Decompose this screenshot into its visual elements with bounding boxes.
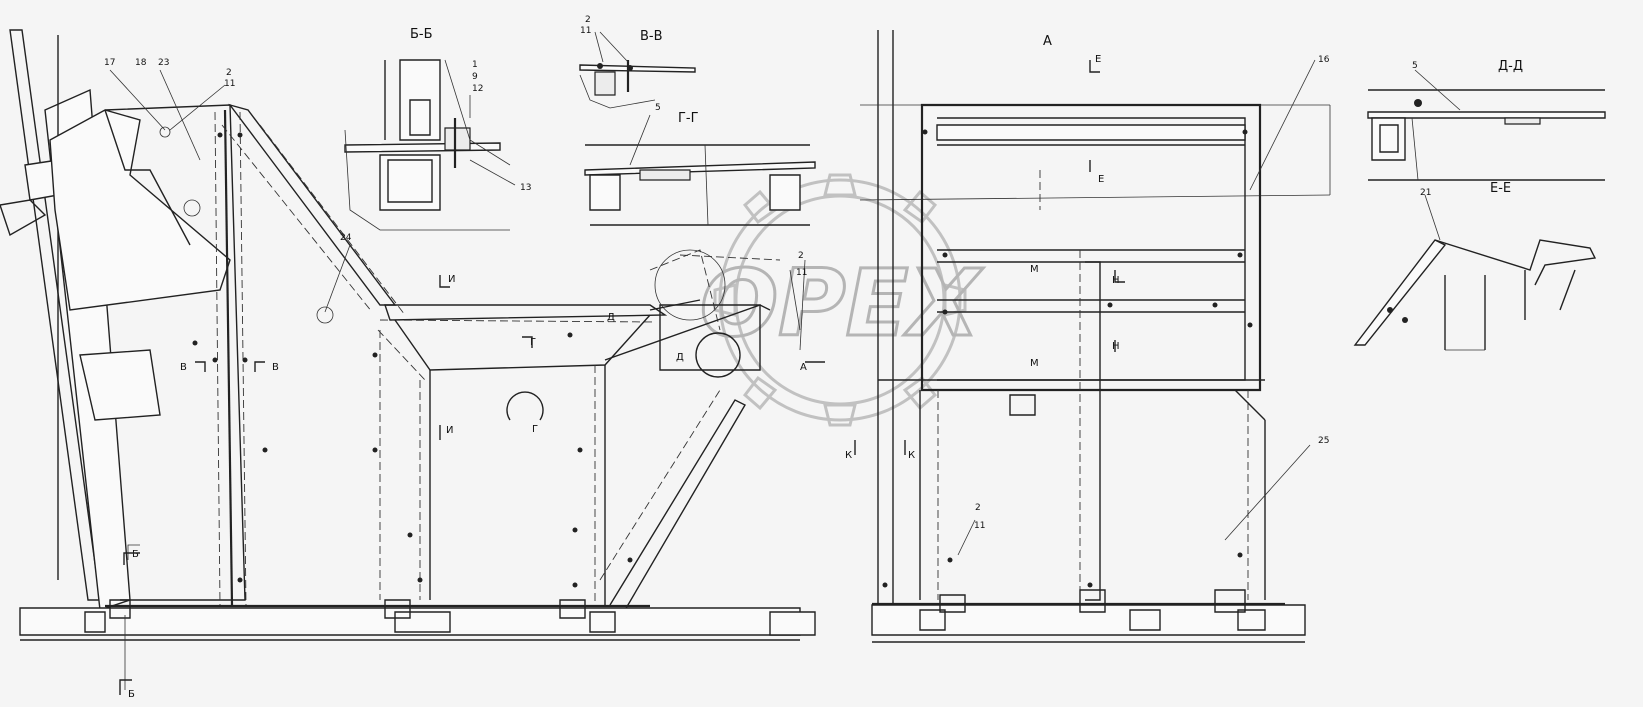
callout-2-v: 2 [585,15,591,25]
section-v-v [579,31,696,109]
callout-11-v: 11 [580,26,591,36]
marker-b-top: Б [132,549,139,560]
callout-24: 24 [340,233,352,243]
marker-n-top: Н [1112,275,1120,286]
marker-d-left: Д [607,312,615,323]
view-title-a: А [1043,34,1052,49]
marker-v-right: В [272,362,279,373]
part-callouts: 17 18 23 2 11 24 1 9 12 13 2 11 5 2 11 1… [104,15,1431,531]
view-title-d-d: Д-Д [1498,59,1523,74]
view-title-g-g: Г-Г [678,111,699,126]
marker-k-right: К [908,450,915,461]
marker-g-hole: Г [532,424,538,435]
bolt-group-right [882,129,1253,588]
callout-11-right: 11 [974,521,985,531]
view-title-b-b: Б-Б [410,27,433,42]
marker-a-arrow: А [800,362,807,373]
callout-21: 21 [1420,188,1431,198]
callout-1: 1 [472,60,478,70]
callout-9: 9 [472,72,478,82]
section-marker-ticks [119,60,1125,695]
callout-25: 25 [1318,436,1329,446]
marker-n-bottom: Н [1112,341,1120,352]
marker-d-right: Д [676,352,684,363]
callout-16: 16 [1318,55,1330,65]
section-e-e [1353,194,1597,351]
view-labels: Б-Б В-В Г-Г А Д-Д Е-Е [410,27,1523,196]
bolt-group-left [192,132,633,588]
left-frame-view [0,29,816,641]
callout-5-g: 5 [655,103,661,113]
marker-i-top: И [448,274,455,285]
section-d-d [1367,69,1606,181]
middle-panel-with-hole [649,249,801,378]
callout-23: 23 [158,58,169,68]
callout-2-mid: 2 [798,251,804,261]
section-b-b [344,59,516,231]
section-markers: Б Б В В Г Г И И Д Д Е Е К К М М Н Н А [128,54,1120,700]
callout-2-right: 2 [975,503,981,513]
marker-m-top: М [1030,264,1039,275]
callout-5-d: 5 [1412,61,1418,71]
marker-b-bottom: Б [128,689,135,700]
callout-13: 13 [520,183,531,193]
callout-11-mid: 11 [796,268,807,278]
marker-v-left: В [180,362,187,373]
callout-11-left: 11 [224,79,235,89]
marker-e-top: Е [1095,54,1101,65]
marker-m-bottom: М [1030,358,1039,369]
marker-i-bottom: И [446,425,453,436]
callout-2-left: 2 [226,68,232,78]
view-title-e-e: Е-Е [1490,181,1511,196]
view-title-v-v: В-В [640,29,663,44]
callout-17: 17 [104,58,115,68]
section-g-g [584,114,816,226]
marker-g-top: Г [530,337,536,348]
marker-e-bottom: Е [1098,174,1104,185]
callout-18: 18 [135,58,147,68]
callout-12: 12 [472,84,483,94]
marker-k-left: К [845,450,852,461]
watermark-text: OPEX [700,250,983,357]
right-frame-view-a [859,30,1331,643]
